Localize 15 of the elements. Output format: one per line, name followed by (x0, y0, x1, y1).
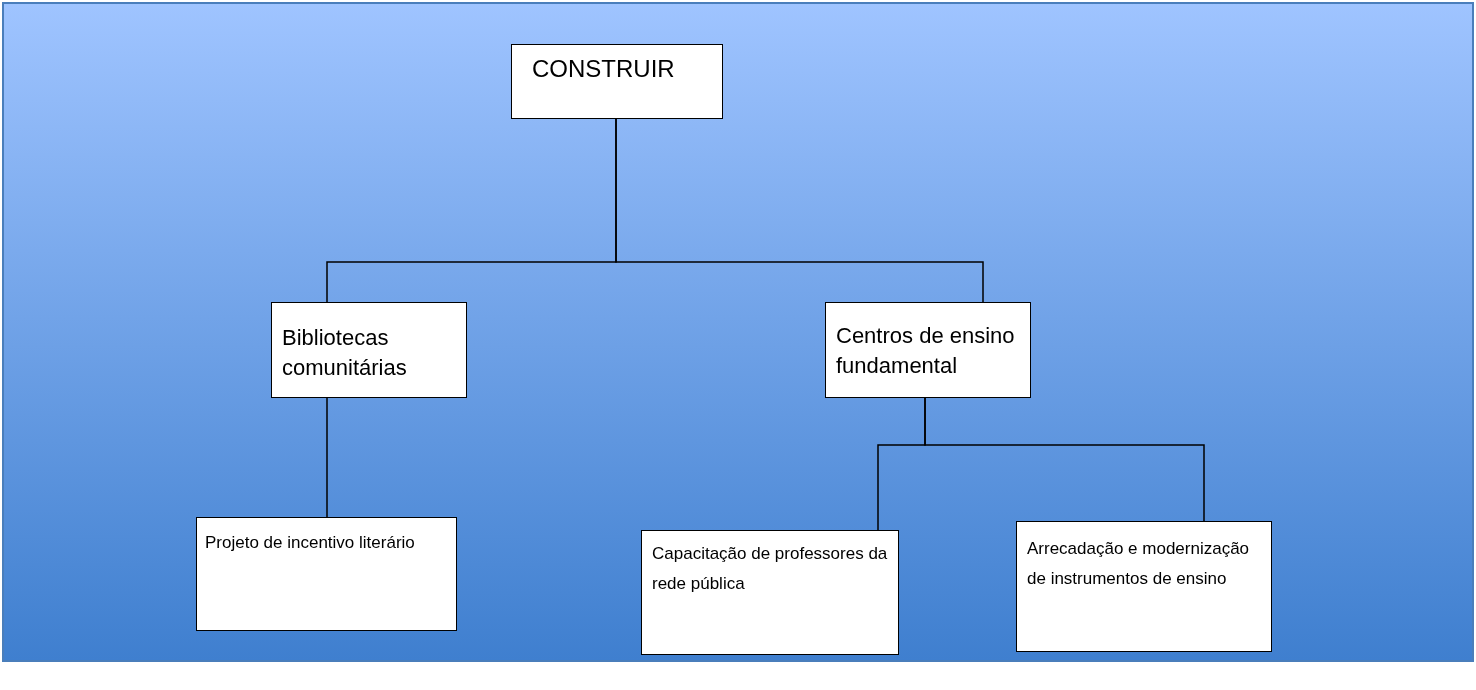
node-label: Projeto de incentivo literário (205, 532, 416, 554)
node-label: Bibliotecas comunitárias (282, 324, 408, 382)
box (1016, 521, 1272, 652)
box (511, 44, 723, 119)
connector-line (924, 397, 1205, 522)
node-label: Capacitação de professores da rede pública (652, 543, 889, 595)
connector-line (326, 397, 328, 518)
box (196, 517, 457, 631)
box (271, 302, 467, 398)
box (825, 302, 1031, 398)
node-label: Arrecadação e modernização de instrumentos de ensino (1027, 538, 1251, 590)
node-label: Centros de ensino fundamental (836, 322, 1016, 380)
connector-line (615, 118, 984, 303)
node-label: CONSTRUIR (532, 55, 676, 84)
box (641, 530, 899, 655)
